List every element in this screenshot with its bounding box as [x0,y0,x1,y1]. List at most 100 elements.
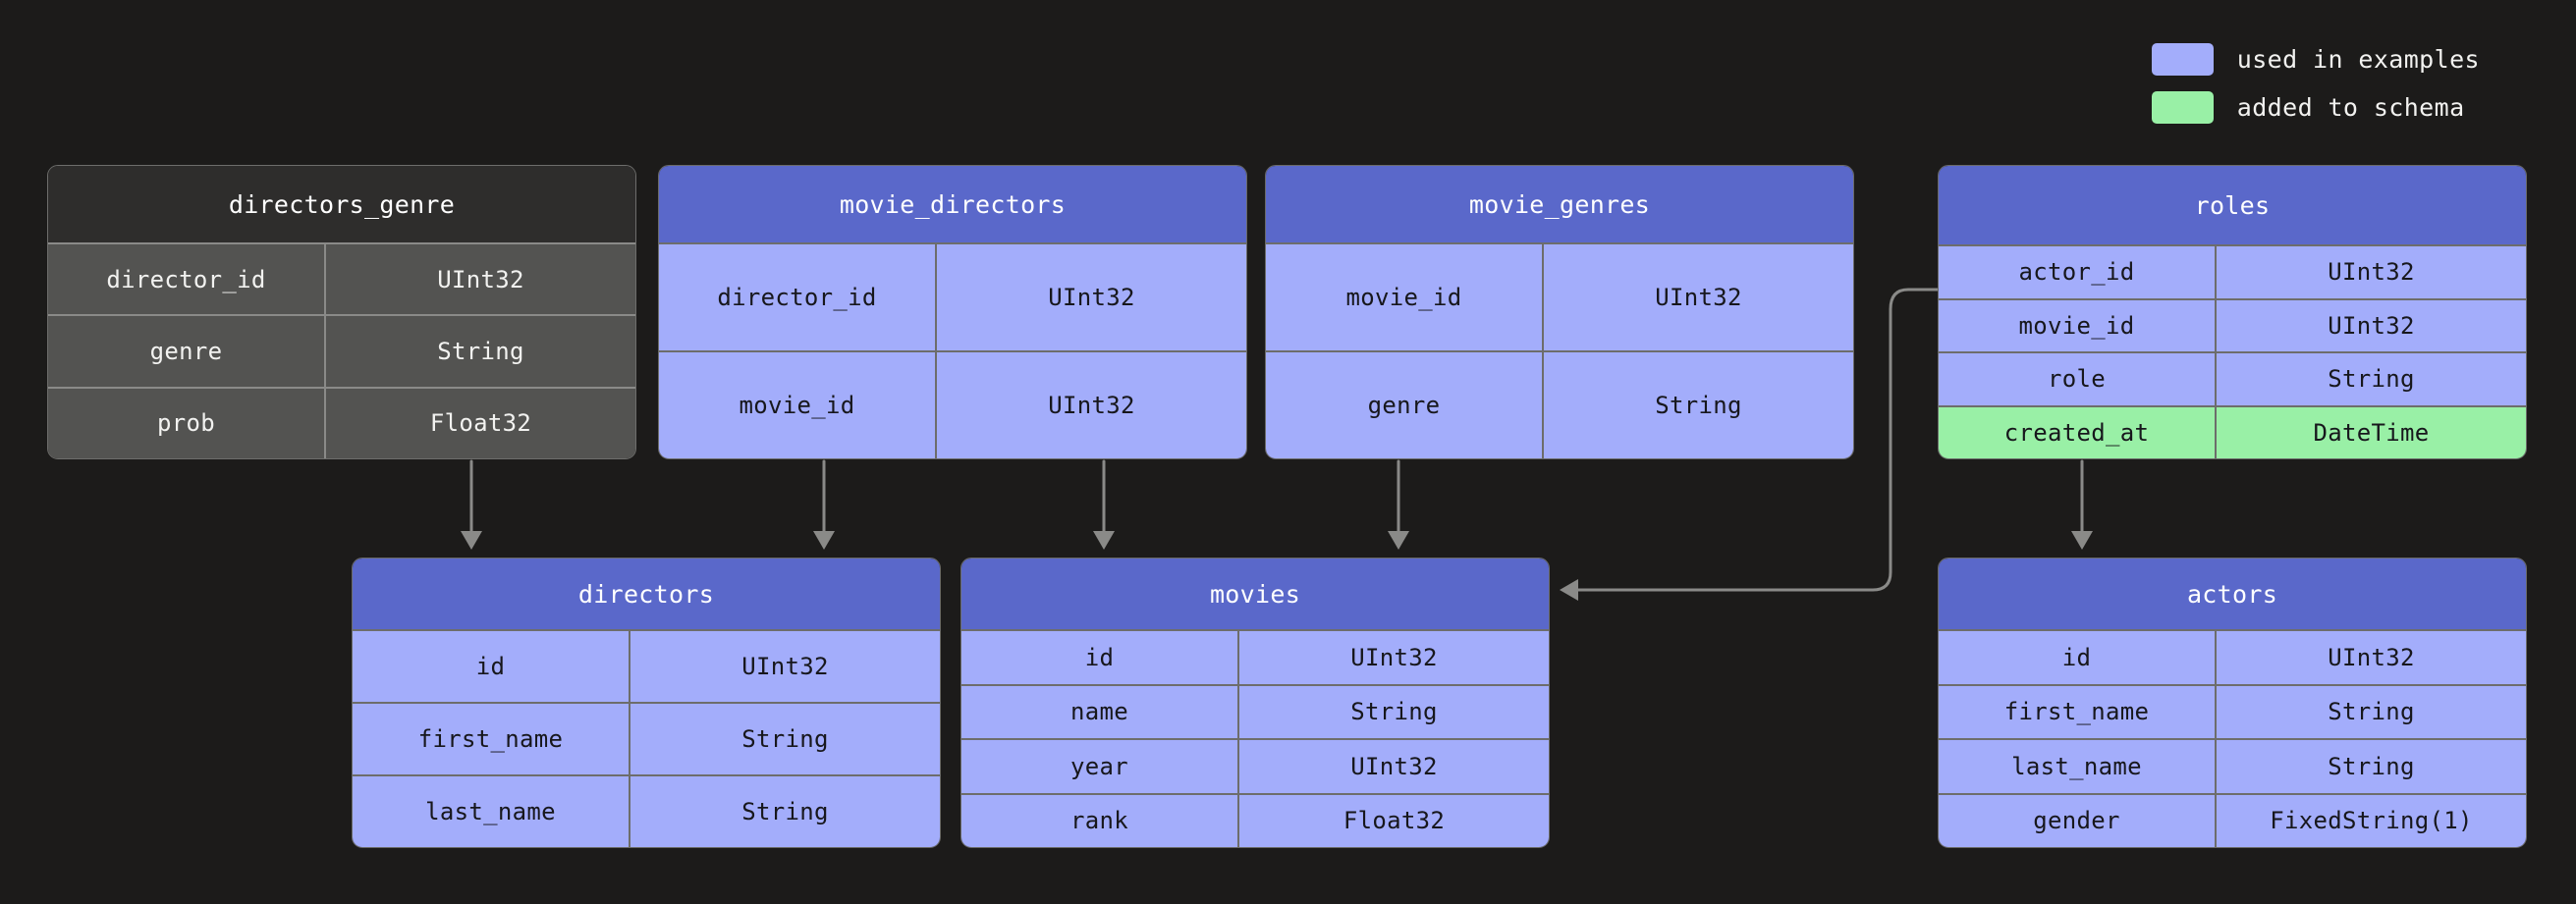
connector-movie_genres-to-movies [1388,459,1409,550]
column-name-cell: id [961,629,1238,684]
table-title-directors_genre: directors_genre [48,166,635,242]
column-name-cell: actor_id [1939,244,2216,298]
column-type-cell: Float32 [1237,792,1549,847]
column-name-cell: last_name [353,774,630,847]
column-type-cell: UInt32 [1237,738,1549,793]
column-name-cell: director_id [659,242,936,350]
column-name-cell: created_at [1939,404,2216,459]
legend-swatch-added-to-schema [2151,91,2214,124]
connector-directors_genre-to-directors [461,459,482,550]
column-name-cell: gender [1939,792,2216,848]
column-type-cell: UInt32 [2215,297,2526,351]
column-name-cell: role [1939,351,2216,405]
column-name-cell: rank [961,792,1238,848]
column-type-cell: String [2215,738,2526,793]
column-name-cell: genre [1266,350,1543,458]
arrowhead [813,531,835,550]
legend-item-used-in-examples: used in examples [2151,43,2480,76]
column-type-cell: UInt32 [1237,629,1549,684]
table-title-movie_directors: movie_directors [659,166,1246,242]
column-name-cell: id [1939,629,2216,684]
column-type-cell: UInt32 [935,242,1246,350]
table-title-directors: directors [353,558,940,629]
column-type-cell: String [2215,351,2526,405]
table-title-actors: actors [1939,558,2526,629]
arrowhead [1560,579,1578,601]
column-name-cell: movie_id [659,350,936,458]
column-type-cell: String [1237,683,1549,738]
column-type-cell: UInt32 [1542,242,1853,350]
column-type-cell: Float32 [324,386,635,458]
column-type-cell: UInt32 [324,242,635,315]
column-name-cell: id [353,629,630,702]
table-title-movie_genres: movie_genres [1266,166,1853,242]
column-type-cell: DateTime [2215,404,2526,458]
column-type-cell: String [2215,683,2526,738]
column-name-cell: movie_id [1266,242,1543,350]
arrowhead [2071,531,2093,550]
column-type-cell: UInt32 [2215,244,2526,298]
column-name-cell: director_id [48,242,325,314]
legend-item-added-to-schema: added to schema [2151,91,2480,124]
column-type-cell: FixedString(1) [2215,792,2526,847]
arrowhead [1388,531,1409,550]
legend-label-added-to-schema: added to schema [2236,93,2465,122]
connector-movie_directors-to-movies [1093,459,1115,550]
column-type-cell: String [324,314,635,387]
column-name-cell: year [961,738,1238,793]
table-title-roles: roles [1939,166,2526,244]
legend: used in examples added to schema [2151,43,2480,124]
column-type-cell: String [1542,350,1853,458]
column-name-cell: prob [48,386,325,458]
column-name-cell: genre [48,314,325,386]
column-type-cell: UInt32 [2215,629,2526,684]
column-type-cell: String [629,774,940,847]
column-name-cell: first_name [353,702,630,774]
connector-movie_directors-to-directors [813,459,835,550]
column-name-cell: first_name [1939,683,2216,739]
connector-roles-to-actors [2071,459,2093,550]
column-type-cell: UInt32 [629,629,940,702]
column-type-cell: UInt32 [935,350,1246,458]
column-name-cell: movie_id [1939,297,2216,352]
column-name-cell: last_name [1939,738,2216,793]
column-type-cell: String [629,702,940,774]
legend-swatch-used-in-examples [2151,43,2214,76]
